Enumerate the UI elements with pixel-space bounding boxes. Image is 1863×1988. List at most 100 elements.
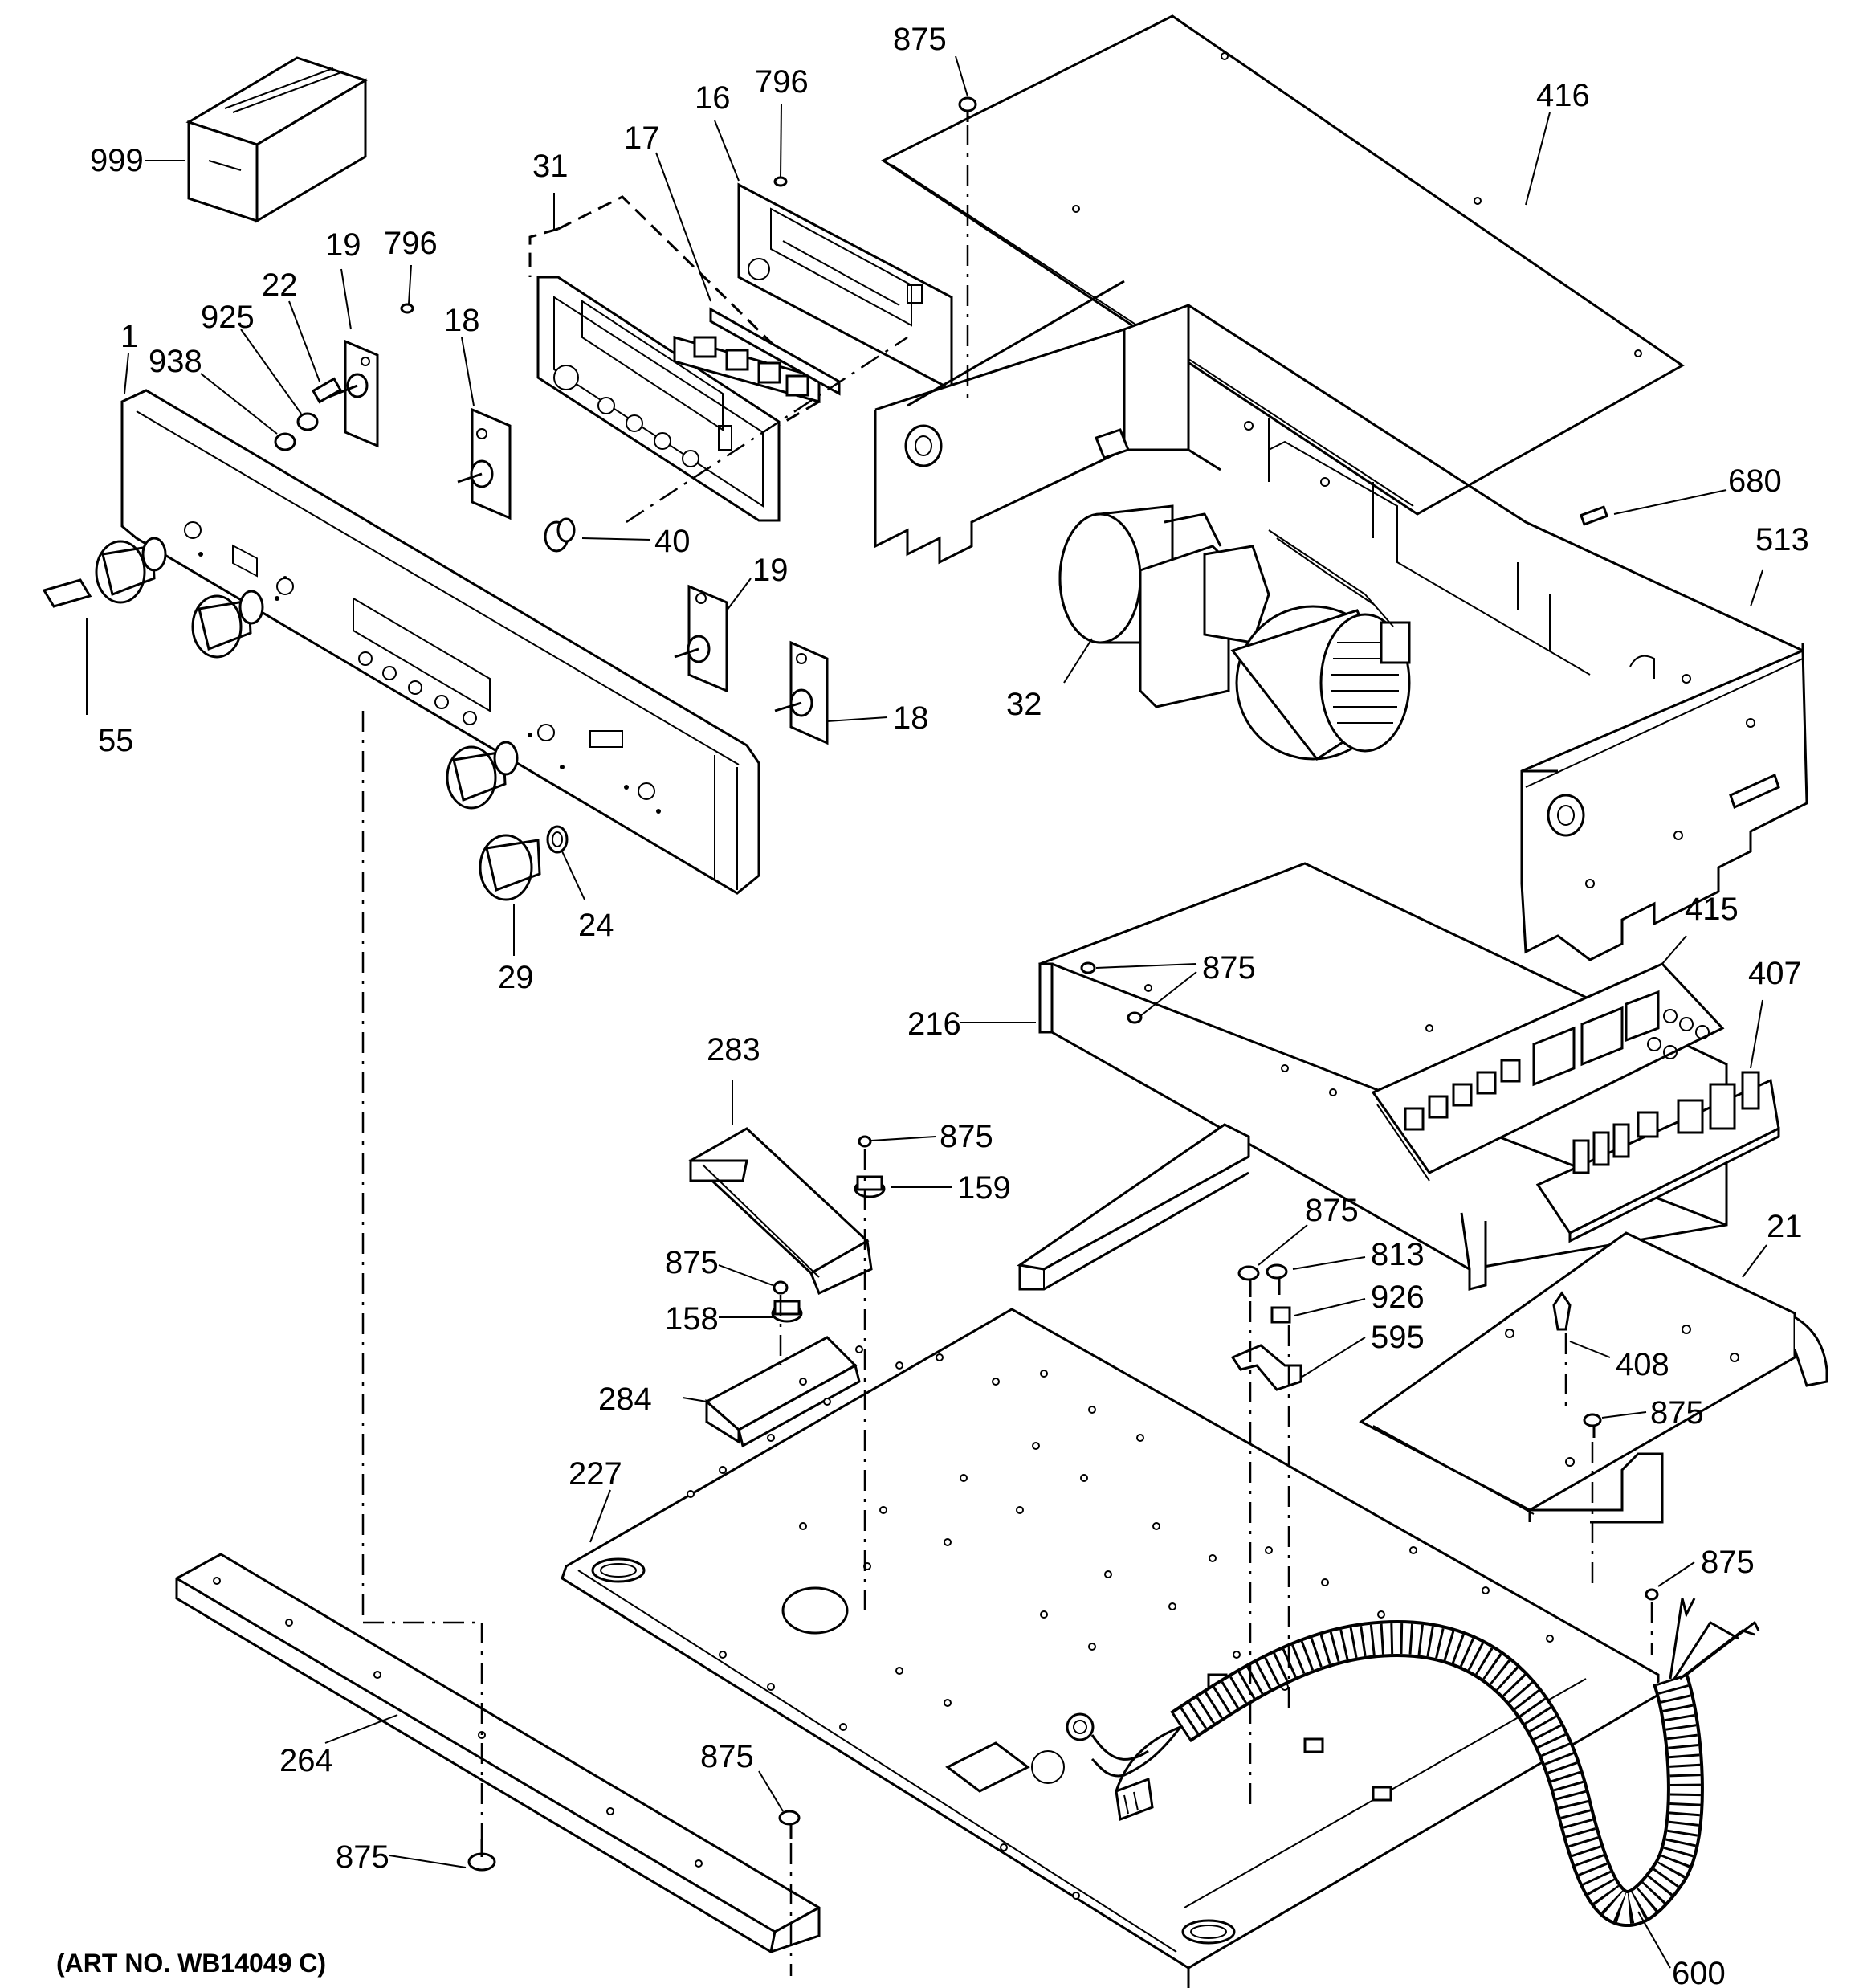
callout-55: 55: [98, 723, 134, 758]
callout-925: 925: [201, 300, 255, 335]
callout-159: 159: [957, 1170, 1011, 1206]
callout-875-595: 875: [1305, 1193, 1359, 1228]
callout-17: 17: [624, 120, 660, 156]
part-264-front-rail: [175, 1553, 821, 1953]
part-415-control-board: [1371, 962, 1725, 1182]
callout-796-left: 796: [384, 226, 438, 261]
callout-416: 416: [1536, 78, 1590, 113]
part-knob-upper-left: [95, 537, 167, 604]
callout-21: 21: [1767, 1209, 1803, 1244]
screw-875-216a: [1080, 961, 1096, 974]
part-17-button-membrane: [673, 307, 841, 403]
part-24-ring: [546, 825, 569, 854]
part-813-screw: [1266, 1263, 1288, 1295]
callout-875-216: 875: [1202, 950, 1256, 986]
leader-lines: [86, 55, 1767, 1969]
callout-875-159: 875: [940, 1119, 993, 1154]
part-284-bracket: [704, 1336, 861, 1448]
part-1-control-panel: [120, 389, 760, 895]
callout-875-right: 875: [1701, 1545, 1755, 1580]
part-680-screw: [1579, 505, 1609, 526]
art-number: (ART NO. WB14049 C): [56, 1949, 326, 1978]
part-595-bracket: [1230, 1344, 1302, 1391]
callout-264: 264: [279, 1743, 333, 1778]
callout-19-lower: 19: [752, 553, 789, 588]
callout-600: 600: [1672, 1956, 1726, 1988]
part-19-switch-board-lower: [674, 584, 728, 693]
part-knob-center: [446, 741, 519, 810]
part-19-switch-board-upper: [328, 339, 379, 448]
callout-19-upper: 19: [325, 227, 361, 263]
callout-796-top: 796: [755, 64, 809, 100]
screw-875-216b: [1127, 1011, 1143, 1024]
part-16-display-board: [737, 182, 953, 392]
screw-796-top: [773, 176, 788, 187]
part-40-knob-insert: [544, 517, 576, 553]
part-999-manual-box: [185, 56, 369, 223]
part-938-washer: [274, 432, 296, 451]
part-31-display-frame: [536, 276, 781, 522]
screw-875-rail: [778, 1810, 801, 1839]
callout-29: 29: [498, 960, 534, 995]
callout-216: 216: [907, 1006, 961, 1042]
part-600-power-cord-harness: [1066, 1598, 1760, 1927]
screw-875-top: [958, 96, 977, 122]
part-408-clip: [1552, 1291, 1572, 1331]
part-283-bracket: [688, 1127, 873, 1296]
callout-680: 680: [1728, 463, 1782, 499]
callout-22: 22: [262, 267, 298, 303]
part-32-blower-motor: [1058, 504, 1411, 761]
callout-813: 813: [1371, 1237, 1425, 1272]
callout-32: 32: [1006, 687, 1042, 722]
callout-408: 408: [1616, 1347, 1669, 1382]
callout-938: 938: [149, 344, 202, 379]
callout-875-21: 875: [1650, 1395, 1704, 1431]
callout-513: 513: [1755, 522, 1809, 557]
callout-18-lower: 18: [893, 700, 929, 736]
part-926-nut: [1270, 1306, 1291, 1324]
callout-283: 283: [707, 1032, 760, 1067]
part-407-power-board: [1535, 1071, 1780, 1243]
part-18-switch-board-upper: [457, 407, 512, 520]
part-22-shaft: [311, 377, 343, 404]
callout-875-rail: 875: [700, 1739, 754, 1774]
part-159-thermostat: [854, 1175, 886, 1198]
screw-875-158: [773, 1280, 789, 1295]
part-18-switch-board-lower: [774, 640, 829, 745]
callout-415: 415: [1685, 892, 1739, 927]
part-227-base-plate: [561, 1308, 1660, 1988]
screw-875-159: [858, 1135, 872, 1148]
part-925-washer: [296, 412, 319, 431]
screw-875-21: [1583, 1413, 1602, 1438]
callout-407: 407: [1748, 956, 1802, 991]
callout-labels: 999 1 938 925 22 19 796 18 31 17 16 796 …: [56, 22, 1809, 1988]
part-knob-lower-left: [191, 590, 264, 659]
callout-595: 595: [1371, 1320, 1425, 1355]
callout-18-upper: 18: [444, 303, 480, 338]
callout-875-top: 875: [893, 22, 947, 57]
callout-40: 40: [654, 524, 691, 559]
part-158-thermostat: [771, 1300, 803, 1323]
part-21-board-cover: [1359, 1231, 1828, 1524]
callout-16: 16: [695, 80, 731, 116]
callout-227: 227: [569, 1456, 622, 1492]
callout-158: 158: [665, 1301, 719, 1337]
callout-31: 31: [532, 149, 569, 184]
callout-24: 24: [578, 908, 614, 943]
screw-796-left: [400, 303, 414, 314]
callout-875-158: 875: [665, 1245, 719, 1280]
callout-1: 1: [120, 319, 138, 354]
part-bracket-rails-upper: [1017, 1123, 1250, 1291]
screw-875-right: [1645, 1588, 1659, 1601]
callout-926: 926: [1371, 1280, 1425, 1315]
part-55-badge: [42, 578, 92, 608]
callout-284: 284: [598, 1382, 652, 1417]
part-416-top-cover: [881, 14, 1685, 516]
part-513-control-housing: [874, 280, 1808, 961]
screw-875-595: [1237, 1265, 1260, 1297]
assembly-centerlines: [361, 125, 1653, 1976]
part-29-knob: [479, 834, 541, 901]
callout-875-bottom: 875: [336, 1839, 389, 1875]
callout-999: 999: [90, 143, 144, 178]
